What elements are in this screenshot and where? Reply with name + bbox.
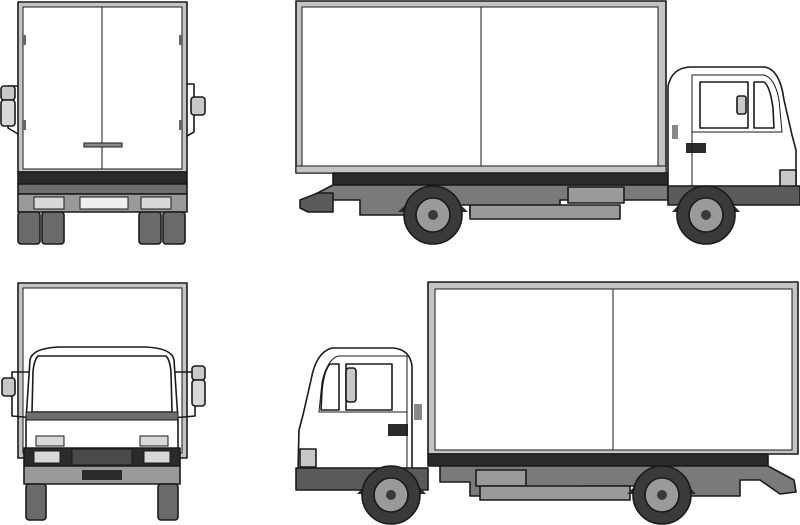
left-headlamp (299, 448, 317, 468)
left-door-handle (388, 424, 408, 436)
side-fuel-tank (567, 186, 625, 204)
rear-right-mirror (186, 83, 206, 137)
rear-wheel-right-inner (138, 211, 162, 245)
left-chassis-rail (427, 453, 769, 467)
left-side-view (295, 281, 799, 525)
side-windshield (753, 81, 775, 129)
front-wheel-left (25, 483, 47, 521)
side-door-window (699, 81, 749, 129)
left-mirror (345, 367, 357, 403)
front-left-headlamp (33, 450, 61, 464)
left-step-box (479, 485, 631, 501)
rear-plate (79, 196, 129, 210)
front-windshield (31, 355, 173, 413)
side-front-wheel (676, 185, 736, 245)
front-right-mirror (171, 365, 206, 419)
side-step-box (469, 204, 621, 220)
rear-wheel-left-outer (17, 211, 41, 245)
left-fuel-tank (475, 469, 527, 487)
rear-wheel-right-outer (162, 211, 186, 245)
side-mirror (736, 95, 747, 115)
front-left-indicator (35, 435, 65, 447)
rear-door-handle (83, 142, 123, 148)
side-rear-bumper (299, 192, 334, 213)
front-view (1, 282, 206, 521)
front-plate (82, 470, 122, 480)
rear-left-lamp (33, 196, 65, 210)
right-side-view (295, 0, 800, 245)
side-chassis-rail (332, 172, 669, 186)
rear-view (0, 1, 206, 245)
front-right-indicator (139, 435, 169, 447)
rear-wheel-left-inner (41, 211, 65, 245)
rear-left-mirror (0, 85, 19, 135)
side-door-handle (686, 143, 706, 153)
front-wheel-right (157, 483, 179, 521)
front-right-headlamp (143, 450, 171, 464)
left-front-wheel (361, 465, 421, 525)
front-left-mirror (1, 371, 36, 419)
rear-right-lamp (140, 196, 172, 210)
rear-chassis (17, 171, 188, 185)
left-windshield (320, 363, 340, 411)
side-rear-wheel (403, 185, 463, 245)
left-rear-wheel (632, 465, 692, 525)
